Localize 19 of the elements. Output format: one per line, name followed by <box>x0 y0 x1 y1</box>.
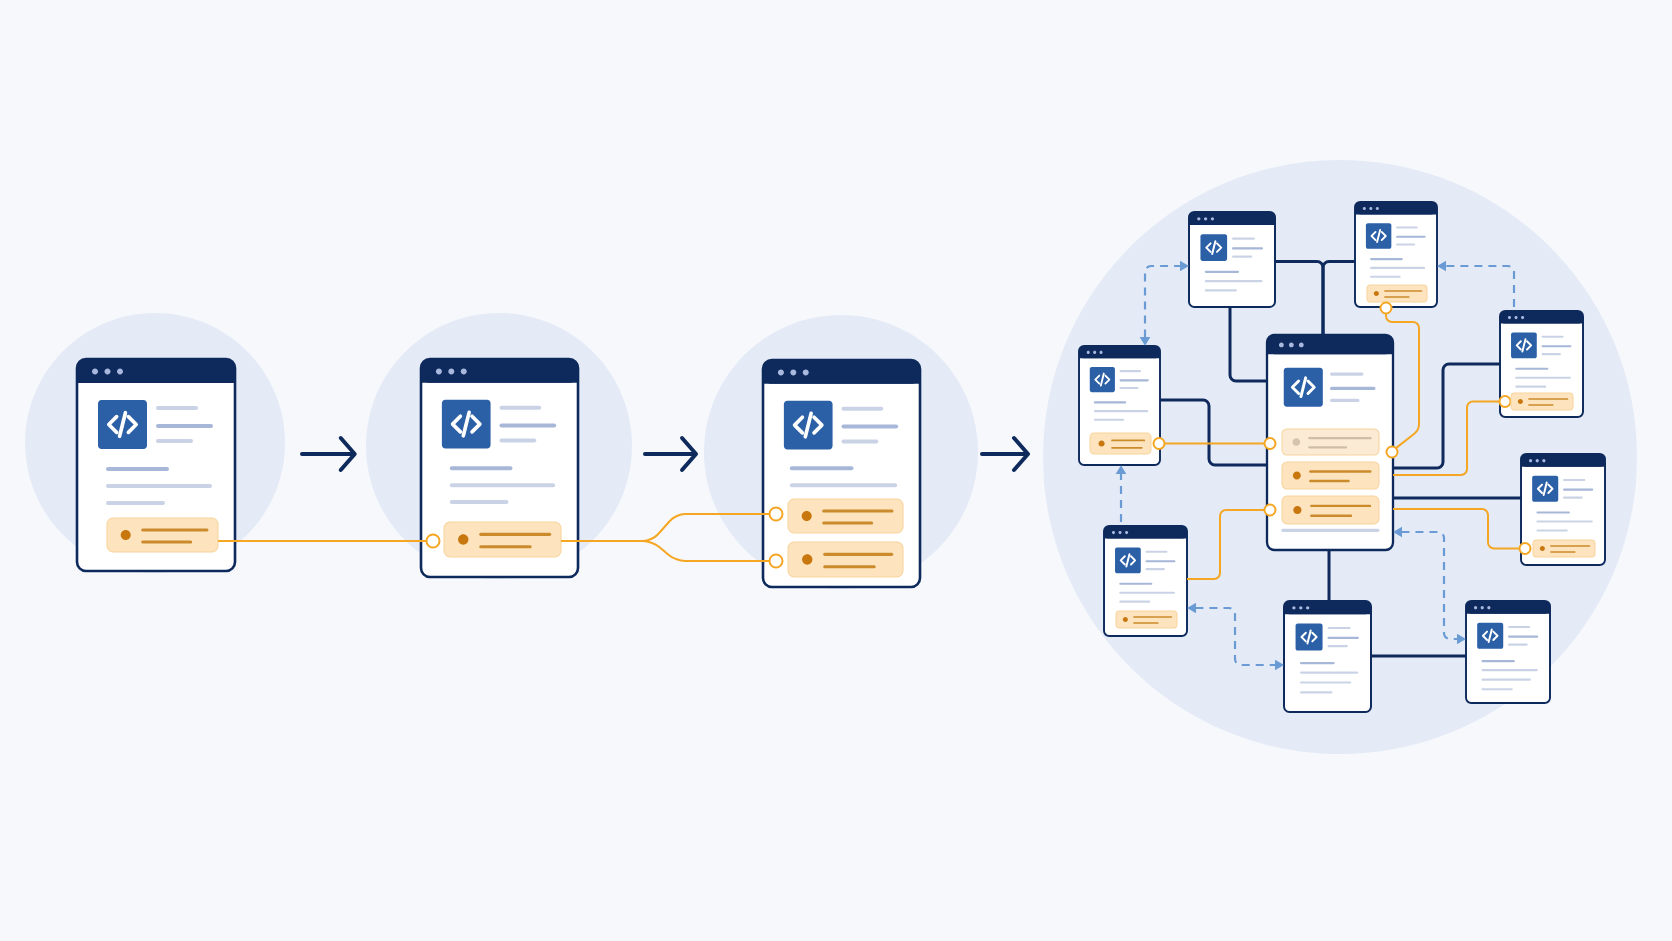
connector-line <box>1321 260 1355 335</box>
connector-line <box>1163 442 1266 445</box>
connector-line <box>1392 508 1521 550</box>
highlight-row <box>443 521 562 558</box>
highlight-row <box>1281 495 1380 525</box>
highlight-row <box>1281 461 1380 490</box>
connector-line <box>1393 496 1521 500</box>
connector-line <box>1385 312 1420 450</box>
connector-line <box>1186 509 1266 580</box>
connector-line <box>1327 550 1331 601</box>
connector-line <box>217 540 428 542</box>
connector-line <box>1392 400 1501 476</box>
connector-line <box>1371 654 1466 658</box>
connector-line <box>560 540 771 562</box>
connector-line <box>1393 362 1500 470</box>
connector-line <box>1160 398 1267 467</box>
highlight-row <box>787 541 904 578</box>
highlight-row <box>1281 428 1380 456</box>
connector-line <box>1228 307 1267 383</box>
